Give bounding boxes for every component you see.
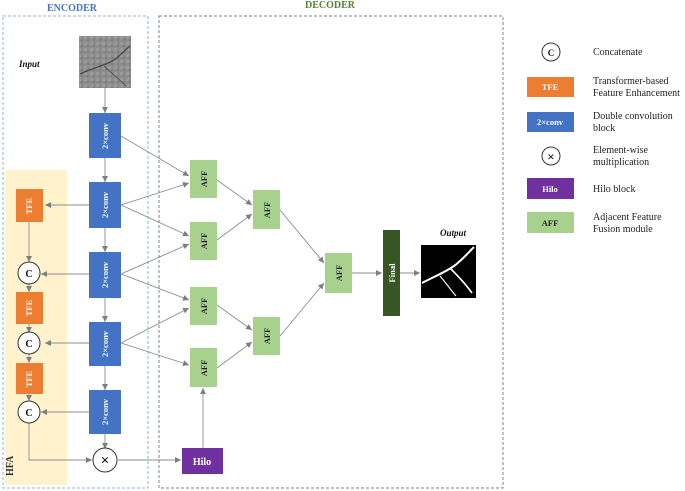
multiply-node: ×: [92, 447, 118, 473]
svg-text:AFF: AFF: [334, 265, 344, 282]
legend-item-hilo: Hilo Hilo block: [527, 178, 636, 199]
aff-block-4: AFF: [190, 348, 217, 387]
legend-item-conv: 2×conv Double convolution block: [527, 111, 673, 134]
svg-text:AFF: AFF: [199, 233, 209, 250]
aff-block-5: AFF: [253, 190, 280, 229]
conv-block-1: 2×conv: [89, 113, 121, 158]
input-label: Input: [18, 59, 40, 69]
svg-text:Hilo block: Hilo block: [593, 184, 636, 195]
svg-text:2×conv: 2×conv: [100, 330, 110, 357]
concat-node-3: C: [17, 400, 41, 424]
svg-text:AFF: AFF: [262, 328, 272, 345]
decoder-frame: [158, 15, 504, 489]
aff-block-6: AFF: [253, 317, 280, 355]
svg-text:2×conv: 2×conv: [100, 191, 110, 218]
legend-item-multiply: × Element-wise multiplication: [541, 145, 649, 168]
legend-item-concat: C Concatenate: [541, 42, 643, 62]
svg-text:C: C: [25, 269, 32, 280]
tfe-block-2: TFE: [16, 292, 43, 324]
conv-block-3: 2×conv: [89, 252, 121, 298]
svg-text:×: ×: [547, 149, 554, 164]
hilo-block: Hilo: [182, 448, 223, 474]
svg-text:C: C: [548, 48, 555, 58]
tfe-block-3: TFE: [16, 363, 43, 394]
svg-text:Feature Enhancement: Feature Enhancement: [593, 88, 680, 99]
svg-text:Transformer-based: Transformer-based: [593, 76, 669, 87]
svg-text:Element-wise: Element-wise: [593, 145, 649, 156]
legend: C Concatenate TFE Transformer-based Feat…: [527, 42, 680, 235]
final-block: Final: [383, 230, 400, 316]
svg-text:AFF: AFF: [199, 171, 209, 188]
svg-text:Adjacent Feature: Adjacent Feature: [593, 212, 662, 223]
connections: [26, 88, 420, 463]
legend-item-tfe: TFE Transformer-based Feature Enhancemen…: [527, 76, 680, 99]
legend-item-aff: AFF Adjacent Feature Fusion module: [527, 212, 662, 235]
svg-text:2×conv: 2×conv: [100, 261, 110, 288]
conv-block-4: 2×conv: [89, 322, 121, 366]
hfa-region: [5, 170, 67, 485]
svg-text:×: ×: [101, 453, 110, 469]
conv-block-5: 2×conv: [89, 390, 121, 434]
aff-block-7: AFF: [325, 253, 352, 293]
aff-block-1: AFF: [190, 160, 217, 198]
output-image: [421, 245, 476, 298]
encoder-title: ENCODER: [47, 3, 98, 14]
input-image: [79, 36, 131, 88]
svg-text:Hilo: Hilo: [193, 457, 211, 468]
hfa-label: HFA: [5, 455, 16, 476]
svg-text:Hilo: Hilo: [542, 184, 558, 194]
svg-text:AFF: AFF: [542, 218, 559, 228]
svg-text:Fusion module: Fusion module: [593, 224, 653, 235]
svg-text:Double convolution: Double convolution: [593, 111, 673, 122]
svg-text:TFE: TFE: [24, 197, 34, 214]
svg-text:multiplication: multiplication: [593, 157, 649, 168]
svg-text:2×conv: 2×conv: [537, 117, 564, 127]
encoder-frame: [2, 15, 149, 489]
conv-block-2: 2×conv: [89, 182, 121, 228]
concat-node-2: C: [17, 331, 41, 355]
aff-block-2: AFF: [190, 222, 217, 260]
svg-text:Concatenate: Concatenate: [593, 47, 643, 58]
aff-block-3: AFF: [190, 287, 217, 325]
decoder-title: DECODER: [305, 0, 356, 11]
tfe-block-1: TFE: [16, 189, 43, 222]
svg-text:2×conv: 2×conv: [100, 122, 110, 149]
svg-text:2×conv: 2×conv: [100, 398, 110, 425]
concat-node-1: C: [17, 261, 41, 285]
svg-text:AFF: AFF: [199, 298, 209, 315]
svg-text:Final: Final: [387, 263, 397, 283]
svg-text:C: C: [25, 339, 32, 350]
svg-text:TFE: TFE: [24, 370, 34, 387]
output-label: Output: [440, 228, 467, 238]
svg-text:AFF: AFF: [262, 202, 272, 219]
svg-text:AFF: AFF: [199, 360, 209, 377]
svg-text:TFE: TFE: [542, 82, 559, 92]
svg-text:TFE: TFE: [24, 299, 34, 316]
svg-text:C: C: [25, 408, 32, 419]
svg-text:block: block: [593, 123, 615, 134]
